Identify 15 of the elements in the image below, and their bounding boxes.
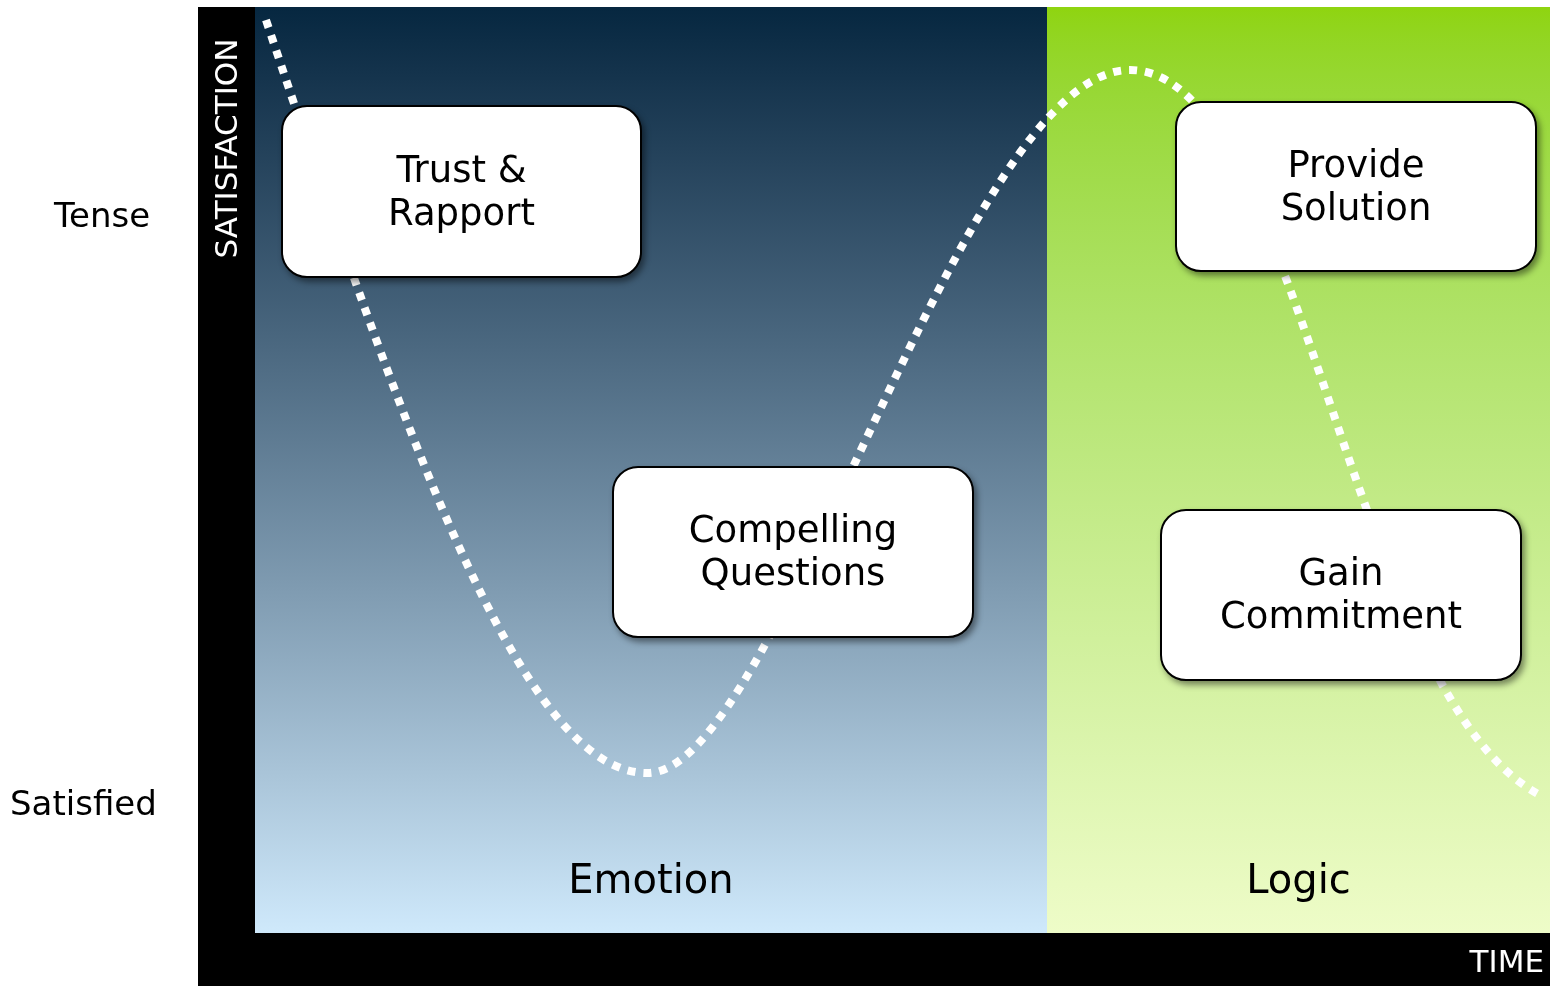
step-box <box>1175 101 1537 272</box>
step-box <box>612 466 974 638</box>
step-text: Provide Solution <box>1279 143 1433 230</box>
region-band <box>1047 7 1550 933</box>
axis-tick-label: Tense <box>54 198 151 232</box>
axis-title: TIME <box>1469 946 1544 977</box>
step-text: Gain Commitment <box>1218 552 1464 638</box>
step-box <box>281 105 642 278</box>
region-label: Emotion <box>567 859 735 899</box>
axis-tick-label: Satisfied <box>10 786 157 820</box>
step-text: Compelling Questions <box>687 509 899 595</box>
step-box <box>1160 509 1522 681</box>
step-text: Trust & Rapport <box>387 148 536 235</box>
axis-title: SATISFACTION <box>211 38 243 258</box>
region-band <box>255 7 1047 933</box>
